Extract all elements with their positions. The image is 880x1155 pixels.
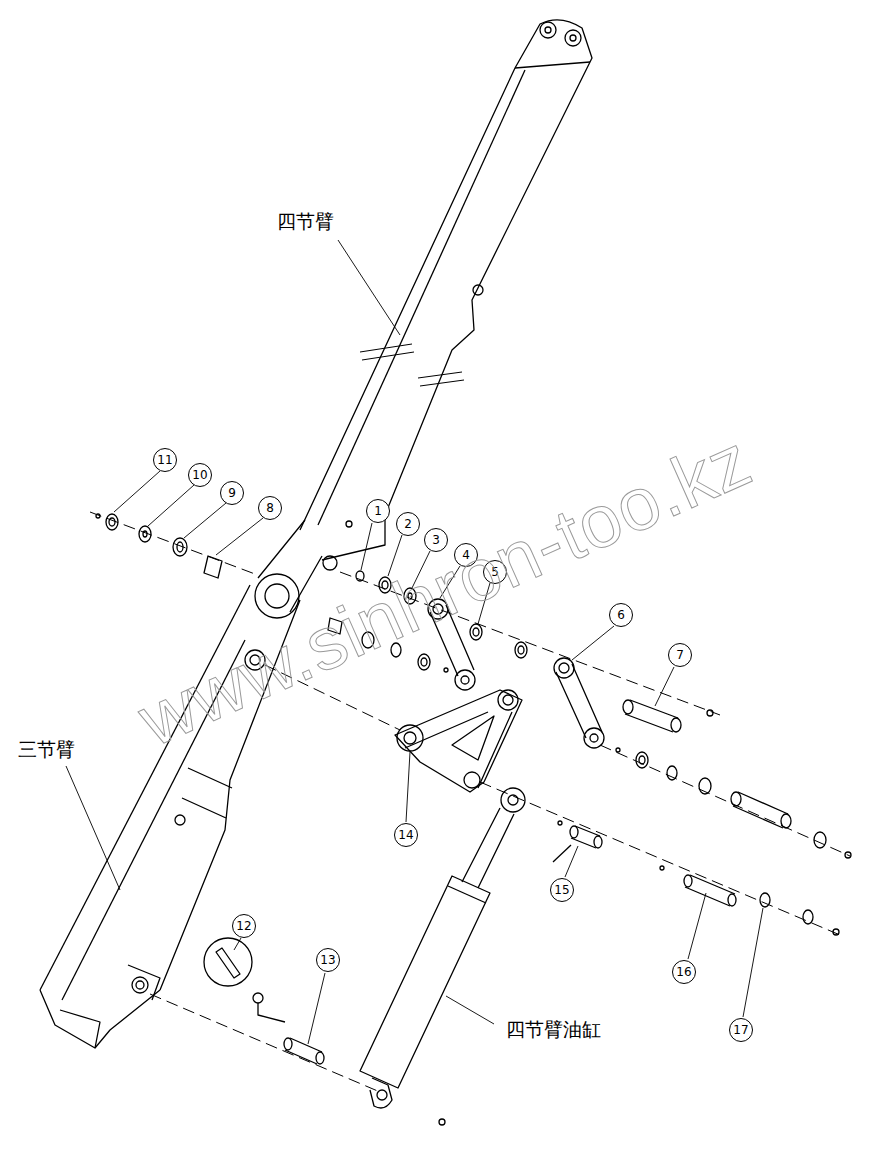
callout-number: 14 xyxy=(394,823,418,847)
callout-number: 15 xyxy=(550,878,574,902)
callout-number: 1 xyxy=(366,499,390,523)
callout-number: 10 xyxy=(188,463,212,487)
callout-number: 6 xyxy=(609,603,633,627)
part-name: 四节臂油缸 xyxy=(504,1016,603,1044)
callout-number: 16 xyxy=(672,960,696,984)
callout-number: 11 xyxy=(153,448,177,472)
callout-number: 2 xyxy=(396,512,420,536)
callout-number: 8 xyxy=(258,496,282,520)
callout-number: 13 xyxy=(316,948,340,972)
callout-number: 7 xyxy=(668,643,692,667)
part-name: 四节臂 xyxy=(275,208,336,236)
callout-number: 12 xyxy=(232,914,256,938)
callout-number: 9 xyxy=(220,481,244,505)
part-name: 三节臂 xyxy=(16,736,77,764)
callout-number: 17 xyxy=(729,1018,753,1042)
watermark: www.sinhron-too.kz xyxy=(126,417,763,763)
